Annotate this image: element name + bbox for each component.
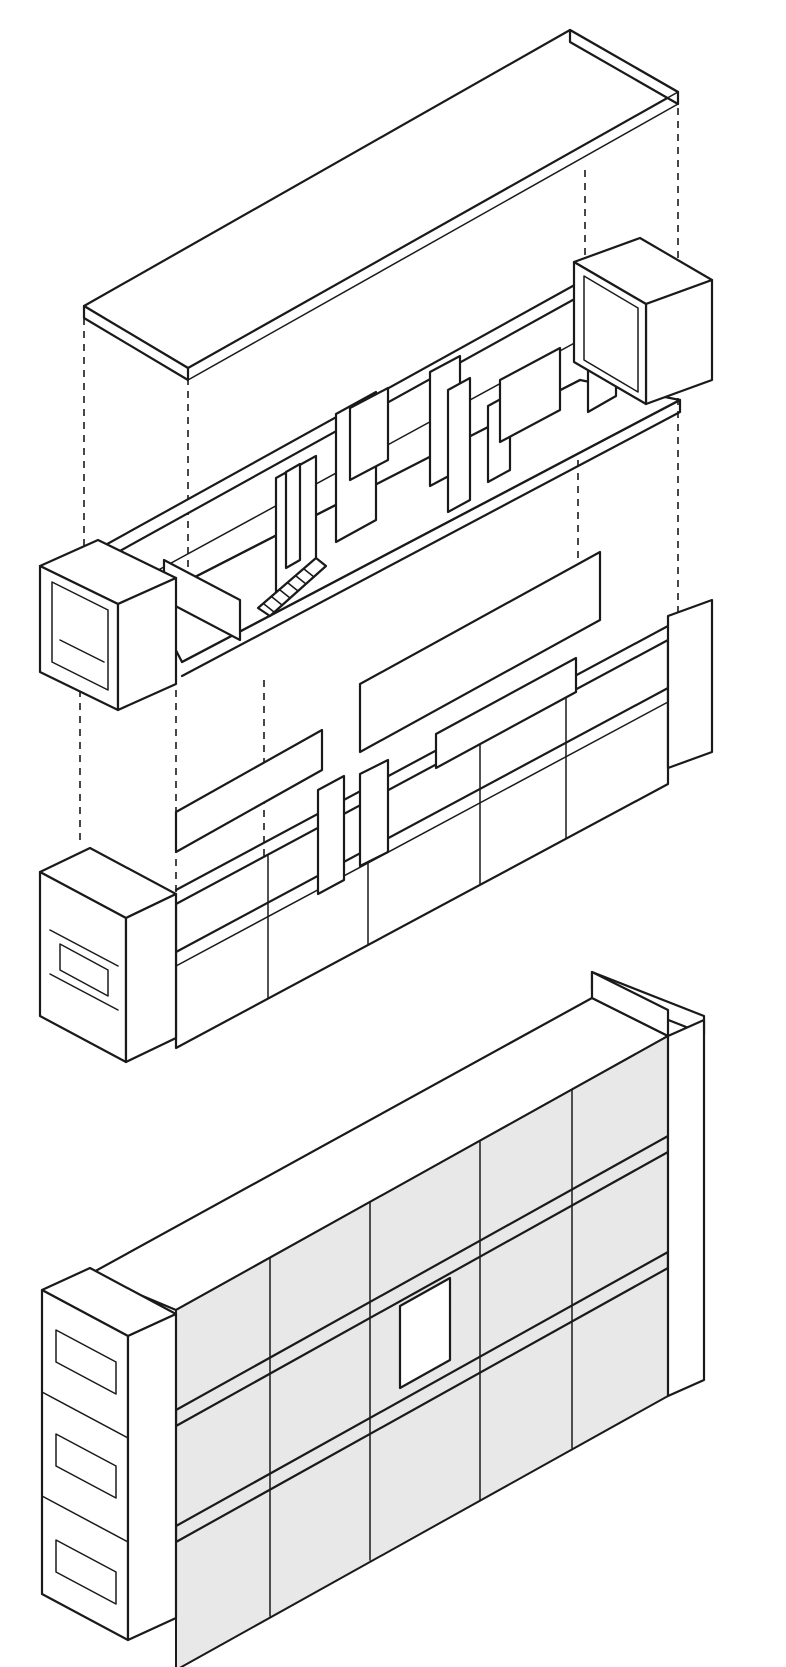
assembled-left-end-box: [40, 1266, 178, 1642]
lower-left-end-box: [38, 846, 178, 1064]
upper-floor: [38, 236, 714, 712]
stair: [256, 556, 328, 618]
upper-left-end-box: [38, 538, 178, 712]
alignment-dashed-lines: [79, 108, 679, 900]
upper-right-end-box: [572, 236, 714, 406]
assembled-building: [40, 970, 706, 1667]
roof-slab: [82, 28, 680, 382]
lower-floors: [38, 550, 714, 1064]
